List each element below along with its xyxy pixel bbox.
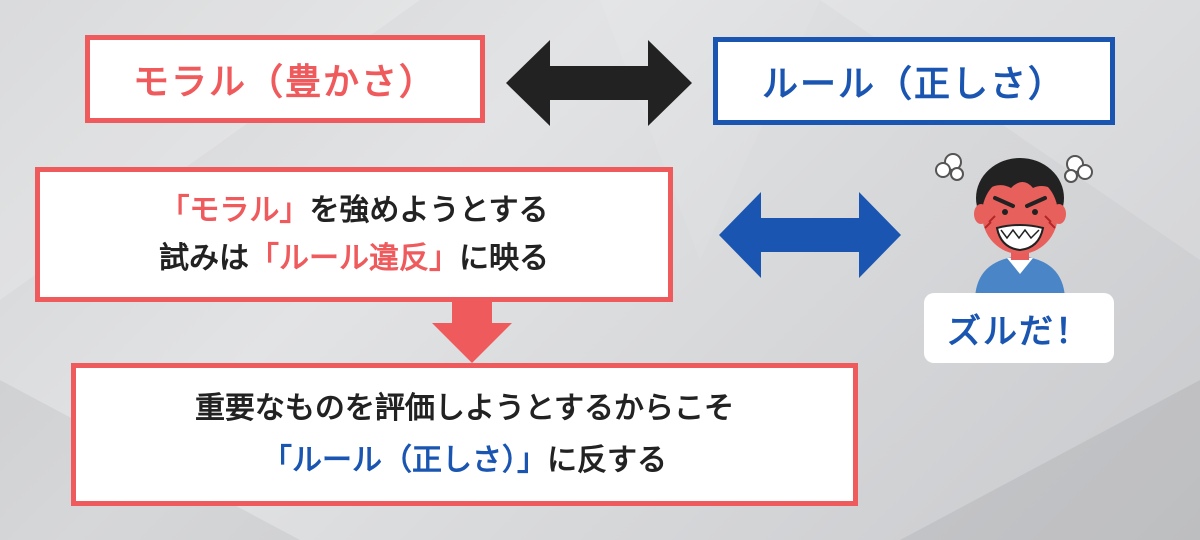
conclusion-line-2-suffix: に反する [547, 442, 667, 478]
moral-label: モラル（豊かさ） [132, 62, 437, 103]
double-arrow-black-icon [506, 40, 692, 126]
speech-bubble: ズルだ！ [924, 293, 1114, 363]
steam-left-icon [935, 153, 964, 181]
angry-man-illustration [935, 153, 1093, 298]
down-arrow-red-icon [432, 301, 512, 363]
rule-box: ルール（正しさ） [713, 37, 1115, 125]
conclusion-line-1: 重要なものを評価しようとするからこそ [194, 390, 735, 426]
attempt-line-2: 試みは「ルール違反」に映る [159, 235, 549, 283]
speech-bubble-text: ズルだ！ [947, 311, 1091, 352]
steam-right-icon [1064, 155, 1093, 183]
conclusion-line-2: 「ルール（正しさ）」に反する [262, 435, 667, 487]
attempt-line-1: 「モラル」を強めようとする [159, 187, 548, 235]
moral-box: モラル（豊かさ） [85, 35, 485, 123]
rule-label: ルール（正しさ） [761, 64, 1066, 105]
attempt-line-1-highlight: 「モラル」 [159, 192, 310, 228]
attempt-line-2-prefix: 試みは [159, 240, 249, 276]
attempt-line-2-highlight: 「ルール違反」 [249, 240, 459, 276]
conclusion-box: 重要なものを評価しようとするからこそ 「ルール（正しさ）」に反する [71, 363, 858, 506]
attempt-line-2-suffix: に映る [459, 240, 549, 276]
attempt-line-1-rest: を強めようとする [309, 192, 549, 228]
attempt-box: 「モラル」を強めようとする 試みは「ルール違反」に映る [35, 167, 673, 302]
double-arrow-blue-icon [719, 192, 901, 278]
conclusion-line-2-highlight: 「ルール（正しさ）」 [262, 442, 547, 478]
